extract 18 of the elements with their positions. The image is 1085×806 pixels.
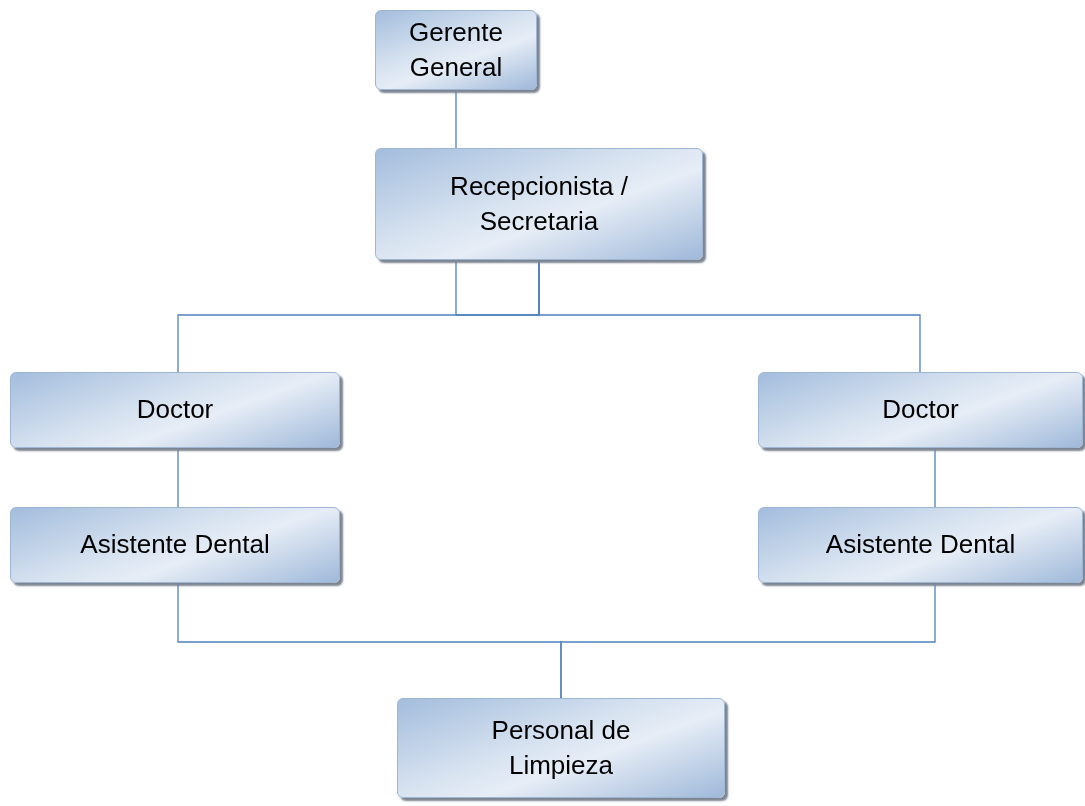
org-box [375, 148, 703, 260]
org-box [758, 372, 1083, 448]
org-box [758, 507, 1083, 583]
org-box [397, 698, 725, 798]
role-label: Asistente Dental [80, 528, 270, 562]
role-label: Doctor [136, 393, 214, 427]
connector-line [560, 582, 936, 699]
org-box [10, 507, 340, 583]
connector-line [538, 259, 921, 373]
role-label: Gerente General [408, 15, 504, 84]
role-label: Recepcionista / Secretaria [449, 169, 629, 238]
role-label: Personal de Limpieza [490, 713, 632, 782]
org-box [10, 372, 340, 448]
connector-line [177, 447, 179, 508]
role-label: Asistente Dental [825, 528, 1016, 562]
org-box [375, 10, 537, 90]
connector-line [934, 447, 936, 508]
role-label: Doctor [882, 393, 959, 427]
